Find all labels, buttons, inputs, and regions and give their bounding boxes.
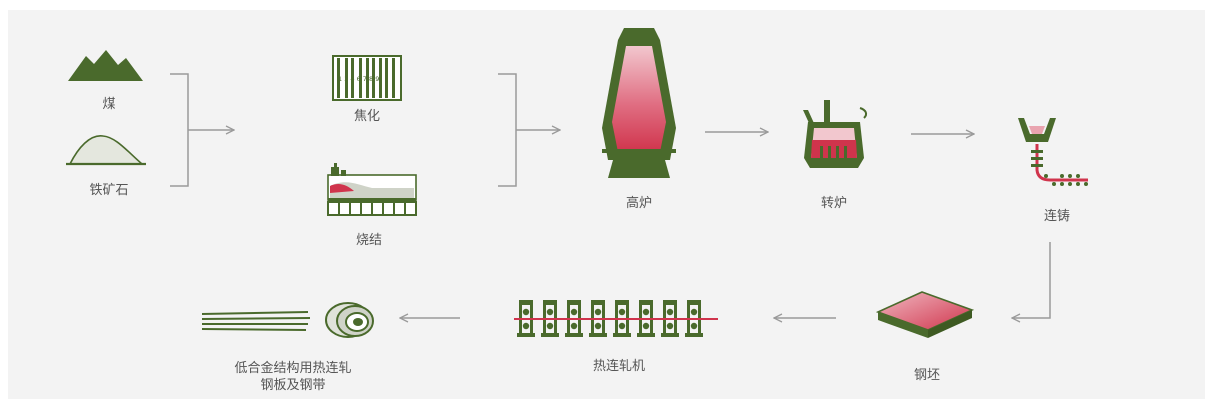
label-iron-ore: 铁矿石 bbox=[89, 183, 129, 198]
label-blast-furnace: 高炉 bbox=[625, 196, 652, 211]
blast-furnace-icon bbox=[602, 28, 676, 178]
label-converter: 转炉 bbox=[820, 196, 847, 211]
label-sintering: 烧结 bbox=[355, 233, 382, 248]
rolling-mill-icon bbox=[514, 300, 718, 337]
converter-icon bbox=[803, 100, 868, 168]
coke-oven-numbers: 1 3 4 6 7 8 9 bbox=[338, 75, 379, 83]
steel-slab-icon bbox=[875, 291, 975, 338]
label-hot-rolling-mill: 热连轧机 bbox=[592, 359, 645, 374]
label-continuous-casting: 连铸 bbox=[1043, 209, 1070, 224]
bracket-connector-1 bbox=[170, 73, 234, 187]
label-product-line1: 低合金结构用热连轧 bbox=[234, 361, 352, 376]
ore-pile-icon bbox=[66, 135, 146, 166]
coke-oven-icon: 1 3 4 6 7 8 9 bbox=[332, 55, 402, 101]
steel-coil-icon bbox=[201, 302, 374, 338]
mountain-icon bbox=[68, 50, 143, 81]
process-flow-diagram: 1 3 4 6 7 8 9 bbox=[8, 10, 1205, 399]
bracket-connector-2 bbox=[498, 73, 560, 187]
label-product-line2: 钢板及钢带 bbox=[260, 378, 326, 393]
label-coal: 煤 bbox=[102, 97, 116, 112]
process-flow-canvas: 1 3 4 6 7 8 9 bbox=[66, 28, 1088, 338]
arrow-caster-to-billet bbox=[1012, 242, 1051, 318]
sinter-machine-icon bbox=[327, 163, 417, 216]
label-coking: 焦化 bbox=[353, 109, 380, 124]
continuous-caster-icon bbox=[1018, 118, 1088, 186]
label-billet: 钢坯 bbox=[913, 368, 940, 383]
